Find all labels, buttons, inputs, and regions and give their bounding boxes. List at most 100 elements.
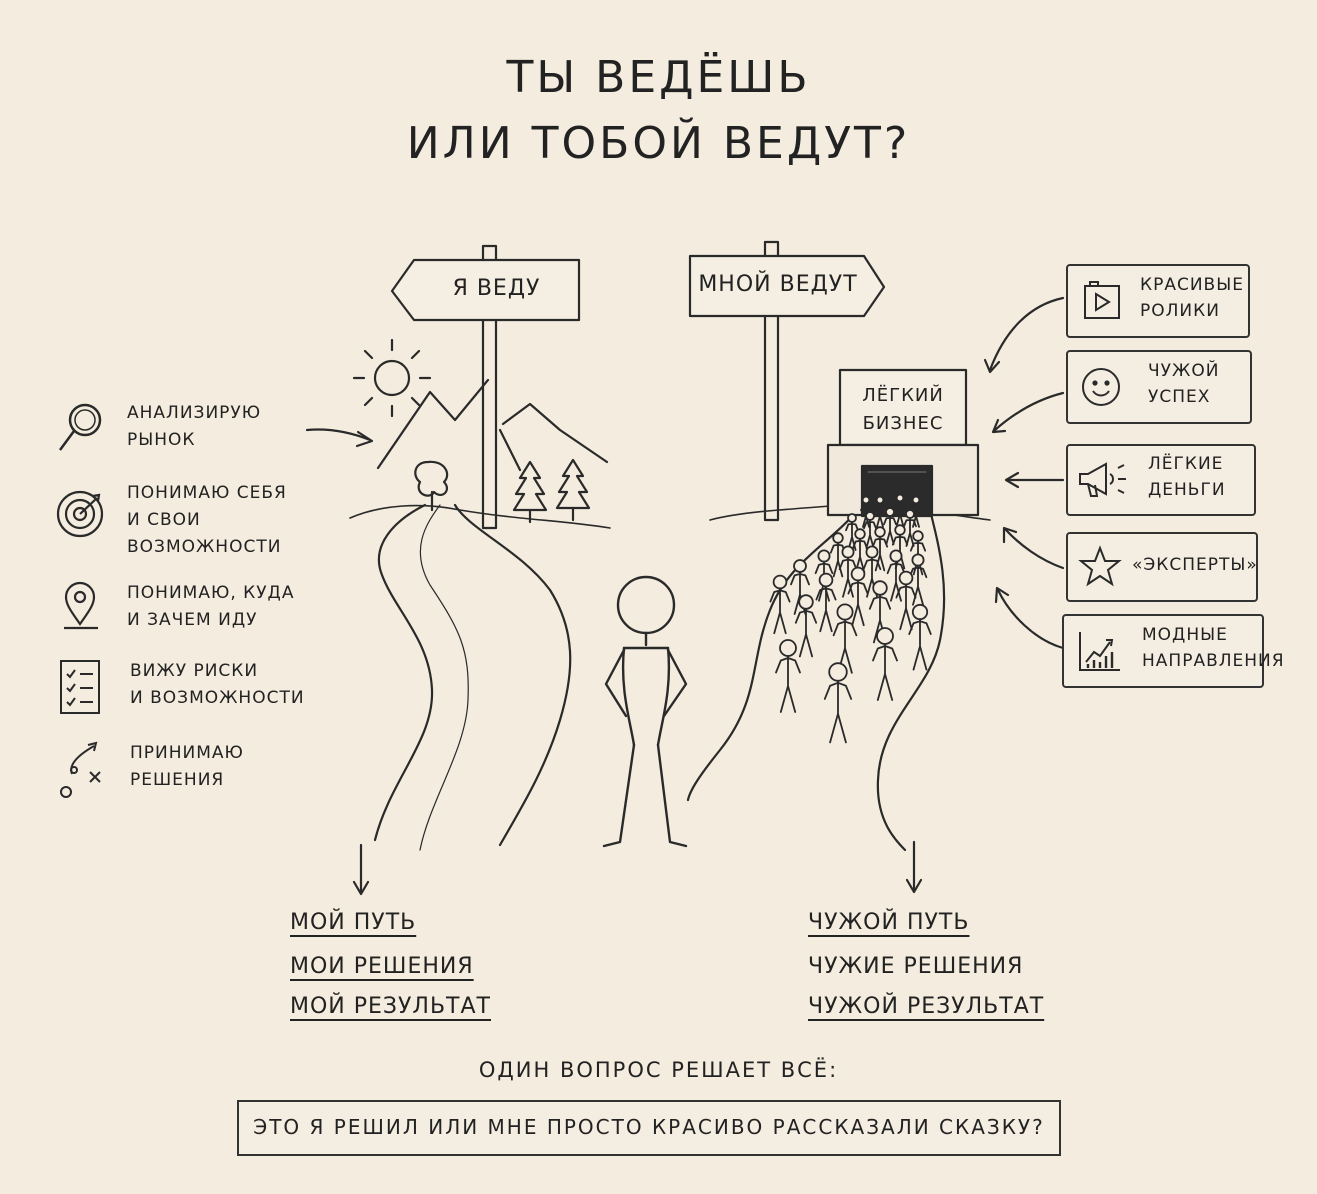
down-arrow-right <box>905 840 923 894</box>
left-item-2-line-2: И СВОИ <box>127 510 201 530</box>
strategy-icon <box>60 741 101 798</box>
other-road <box>686 503 946 852</box>
smiley-icon <box>1082 368 1120 406</box>
right-box-2-line-2: УСПЕХ <box>1148 387 1211 407</box>
left-item-2-line-3: ВОЗМОЖНОСТИ <box>127 537 282 557</box>
location-pin-icon <box>64 581 98 630</box>
crowd-person <box>847 566 869 627</box>
left-item-4-line-2: И ВОЗМОЖНОСТИ <box>130 688 305 708</box>
left-item-5-line-2: РЕШЕНИЯ <box>130 770 225 790</box>
crowd-person <box>868 580 892 644</box>
right-arrows <box>983 296 1065 650</box>
checklist-icon <box>60 660 100 714</box>
pine-tree-1 <box>512 460 548 524</box>
crowd-person <box>883 507 897 545</box>
right-box-3-line-2: ДЕНЬГИ <box>1148 480 1226 500</box>
crowd-person <box>775 639 801 713</box>
question-box: ЭТО Я РЕШИЛ ИЛИ МНЕ ПРОСТО КРАСИВО РАССК… <box>237 1100 1061 1156</box>
sun-icon <box>352 338 432 418</box>
crowd-person <box>769 574 791 635</box>
crowd-person <box>829 532 847 578</box>
left-arrow <box>305 428 374 448</box>
video-play-icon <box>1084 281 1120 319</box>
left-item-1-line-1: АНАЛИЗИРУЮ <box>127 403 262 423</box>
crowd-person <box>871 526 889 572</box>
main-stick-figure <box>602 575 688 848</box>
my-path-line-1: МОЙ ПУТЬ <box>290 910 417 935</box>
star-icon <box>1078 545 1122 587</box>
right-box-3-line-1: ЛЁГКИЕ <box>1148 454 1224 474</box>
other-path-line-3: ЧУЖОЙ РЕЗУЛЬТАТ <box>808 994 1045 1019</box>
crowd-person <box>895 570 917 631</box>
other-path-line-2: ЧУЖИЕ РЕШЕНИЯ <box>808 954 1024 979</box>
crowd-person <box>891 524 909 570</box>
mountains <box>376 378 609 472</box>
page-title-line-1: ТЫ ВЕДЁШЬ <box>506 52 811 103</box>
target-icon <box>56 490 104 538</box>
right-box-5-line-1: МОДНЫЕ <box>1142 625 1228 645</box>
crowd-person <box>886 549 906 602</box>
crowd-person <box>838 545 858 598</box>
right-box-2-line-1: ЧУЖОЙ <box>1148 361 1220 381</box>
my-road <box>373 503 572 851</box>
crowd-person <box>851 528 869 574</box>
sign-led-by-others: МНОЙ ВЕДУТ <box>698 272 858 297</box>
question-text: ЭТО Я РЕШИЛ ИЛИ МНЕ ПРОСТО КРАСИВО РАССК… <box>253 1115 1045 1139</box>
other-path-list: ЧУЖОЙ ПУТЬ ЧУЖИЕ РЕШЕНИЯ ЧУЖОЙ РЕЗУЛЬТАТ <box>808 910 1088 1019</box>
crowd-person <box>909 530 927 576</box>
crowd-person <box>815 572 837 633</box>
crowd-person <box>874 495 886 528</box>
right-box-4-line-1: «ЭКСПЕРТЫ» <box>1132 555 1258 575</box>
right-box-1-line-1: КРАСИВЫЕ <box>1140 275 1244 295</box>
left-item-2-line-1: ПОНИМАЮ СЕБЯ <box>127 483 287 503</box>
crowd-person <box>814 549 834 602</box>
magnifier-icon <box>58 403 102 451</box>
right-box-4: «ЭКСПЕРТЫ» <box>1066 532 1258 602</box>
easy-business-building <box>826 368 980 518</box>
my-path-line-3: МОЙ РЕЗУЛЬТАТ <box>290 994 491 1019</box>
crowd-person <box>910 495 922 528</box>
right-box-1-line-2: РОЛИКИ <box>1140 301 1220 321</box>
crowd-person <box>903 509 917 547</box>
page-title-line-2: ИЛИ ТОБОЙ ВЕДУТ? <box>406 118 911 169</box>
left-signpost <box>390 244 581 530</box>
crowd-person <box>862 545 882 598</box>
pine-tree-2 <box>555 458 591 522</box>
down-arrow-left <box>352 843 370 896</box>
building-sign-line-1: ЛЁГКИЙ <box>862 385 944 406</box>
crowd-person <box>908 553 928 606</box>
left-item-5-line-1: ПРИНИМАЮ <box>130 743 244 763</box>
crowd-person <box>894 493 906 526</box>
right-signpost <box>688 240 886 522</box>
my-path-list: МОЙ ПУТЬ МОИ РЕШЕНИЯ МОЙ РЕЗУЛЬТАТ <box>290 910 550 1019</box>
right-box-1: КРАСИВЫЕ РОЛИКИ <box>1066 264 1250 338</box>
crowd-person <box>823 662 853 744</box>
right-box-3: ЛЁГКИЕ ДЕНЬГИ <box>1066 444 1256 516</box>
sign-i-lead: Я ВЕДУ <box>452 276 541 301</box>
right-box-5-line-2: НАПРАВЛЕНИЯ <box>1142 651 1285 671</box>
question-intro: ОДИН ВОПРОС РЕШАЕТ ВСЁ: <box>478 1058 839 1082</box>
crowd-person <box>832 603 858 674</box>
my-path-line-2: МОИ РЕШЕНИЯ <box>290 954 474 979</box>
crowd-person <box>908 603 932 671</box>
left-item-4-line-1: ВИЖУ РИСКИ <box>130 661 259 681</box>
trend-chart-icon <box>1079 632 1120 671</box>
left-item-1-line-2: РЫНОК <box>127 430 196 450</box>
left-item-3-line-2: И ЗАЧЕМ ИДУ <box>127 610 258 630</box>
tree-round <box>414 460 449 512</box>
crowd-person <box>863 511 877 549</box>
crowd-person <box>845 513 859 551</box>
left-item-3-line-1: ПОНИМАЮ, КУДА <box>127 583 295 603</box>
other-path-line-1: ЧУЖОЙ ПУТЬ <box>808 910 970 935</box>
crowd-person <box>794 594 818 658</box>
crowd <box>769 493 932 744</box>
building-sign-line-2: БИЗНЕС <box>862 413 944 434</box>
right-box-2: ЧУЖОЙ УСПЕХ <box>1066 350 1252 424</box>
crowd-person <box>872 627 898 701</box>
right-box-5: МОДНЫЕ НАПРАВЛЕНИЯ <box>1062 614 1285 688</box>
crowd-person <box>860 495 872 528</box>
crowd-person <box>790 559 810 615</box>
building-sign: ЛЁГКИЙ БИЗНЕС <box>840 382 966 438</box>
megaphone-icon <box>1079 462 1126 497</box>
